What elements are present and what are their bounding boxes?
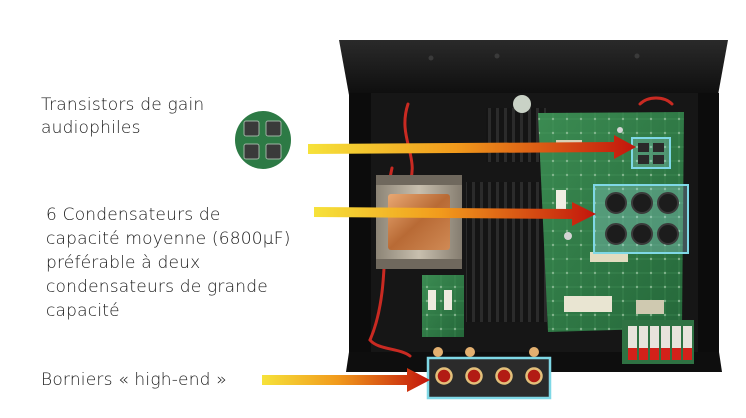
capacitor (657, 192, 679, 214)
terminal-post (683, 326, 692, 348)
lid-screw (634, 53, 640, 59)
capacitor (605, 223, 627, 245)
transistor-zoom-chip (243, 120, 260, 137)
capacitors-label-line: préférable à deux (46, 253, 201, 273)
transformer (376, 175, 462, 269)
chassis-lid (339, 40, 728, 95)
transistor-zoom-chip (265, 143, 282, 160)
terminal-clip (683, 348, 692, 360)
terminal-clip (628, 348, 637, 360)
binding-post (465, 367, 483, 385)
binding-post-top (433, 347, 443, 357)
speaker-terminal-block (622, 320, 694, 364)
terminals-label-line: Borniers « high-end » (41, 370, 227, 390)
terminals-label: Borniers « high-end » (41, 369, 227, 391)
lid-screw (494, 53, 500, 59)
capacitor (657, 223, 679, 245)
capacitors-label-line: capacité moyenne (6800µF) (46, 229, 291, 249)
pcb-component (444, 290, 452, 310)
capacitor (631, 223, 653, 245)
pcb-component (556, 190, 566, 214)
pcb-component (636, 300, 664, 314)
binding-post (435, 367, 453, 385)
pcb-component (590, 252, 628, 262)
terminal-clip (650, 348, 659, 360)
fan-hub (513, 95, 531, 113)
binding-post-top (529, 347, 539, 357)
gain-transistors-highlight (631, 137, 671, 169)
binding-post (525, 367, 543, 385)
pcb-component (564, 232, 572, 240)
capacitors-highlight (593, 184, 689, 254)
transistor-zoom-inset (235, 111, 291, 169)
terminal-post (639, 326, 648, 348)
chassis-right-wall (698, 93, 719, 361)
transistor (653, 155, 664, 164)
gain-label-line: Transistors de gain (41, 95, 205, 115)
binding-post-top (465, 347, 475, 357)
auxiliary-pcb (422, 275, 464, 337)
terminal-post (650, 326, 659, 348)
lid-screw (428, 55, 434, 61)
binding-posts-highlight (426, 356, 552, 400)
capacitor (631, 192, 653, 214)
heatsink (466, 95, 548, 322)
terminals-arrow (262, 368, 430, 392)
heatsink-top (486, 108, 546, 162)
transistor-zoom-chip (265, 120, 282, 137)
capacitors-label-line: 6 Condensateurs de (46, 205, 221, 225)
pcb-component (428, 290, 436, 310)
callout-arrows (262, 135, 636, 392)
transistor-zoom-chip (243, 143, 260, 160)
gain-label-line: audiophiles (41, 118, 141, 138)
pcb-component (564, 296, 612, 312)
capacitors-arrow (314, 202, 596, 226)
transistor-zoom-board (235, 111, 291, 169)
capacitors-label: 6 Condensateurs de capacité moyenne (680… (46, 203, 291, 323)
gain-arrow (308, 135, 636, 159)
transistor (638, 155, 649, 164)
terminal-clip (639, 348, 648, 360)
capacitors-label-line: capacité (46, 301, 120, 321)
terminal-clip (661, 348, 670, 360)
terminal-post (661, 326, 670, 348)
transistor (653, 143, 664, 152)
gain-transistors-label: Transistors de gain audiophiles (41, 94, 204, 140)
capacitor (605, 192, 627, 214)
terminal-clip (672, 348, 681, 360)
binding-post (495, 367, 513, 385)
pcb-component (617, 127, 623, 133)
transistor (638, 143, 649, 152)
capacitors-label-line: condensateurs de grande (46, 277, 268, 297)
terminal-post (672, 326, 681, 348)
gain-transistors-frame (631, 137, 671, 169)
heatsink-bottom (466, 182, 548, 322)
transformer-bracket (376, 259, 462, 269)
transformer-bracket (376, 175, 462, 185)
chassis-left-wall (349, 93, 371, 361)
terminal-post (628, 326, 637, 348)
transformer-winding (388, 194, 450, 250)
